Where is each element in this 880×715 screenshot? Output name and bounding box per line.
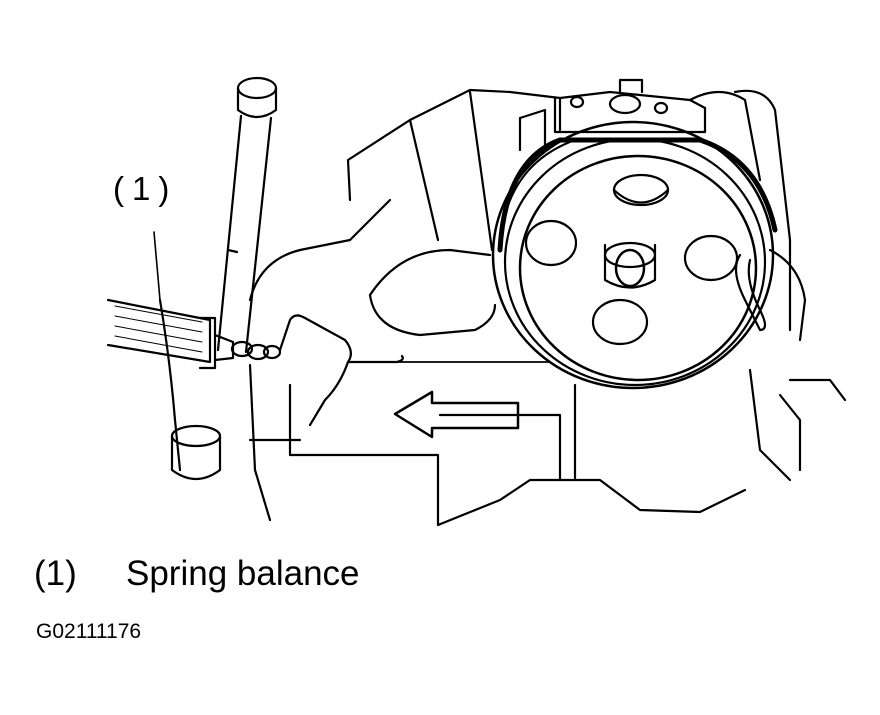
vertical-rod bbox=[216, 76, 278, 354]
spring-balance bbox=[106, 231, 767, 427]
legend-entry: (1) Spring balance bbox=[34, 554, 360, 594]
engine-block bbox=[158, 88, 847, 527]
pull-direction-arrow bbox=[393, 390, 520, 439]
figure-id: G02111176 bbox=[36, 620, 142, 643]
legend-text: Spring balance bbox=[126, 554, 360, 593]
bolt-head bbox=[170, 424, 222, 481]
legend-number: (1) bbox=[34, 554, 77, 593]
callout-label: (1) bbox=[113, 170, 178, 207]
pulley bbox=[491, 78, 778, 390]
